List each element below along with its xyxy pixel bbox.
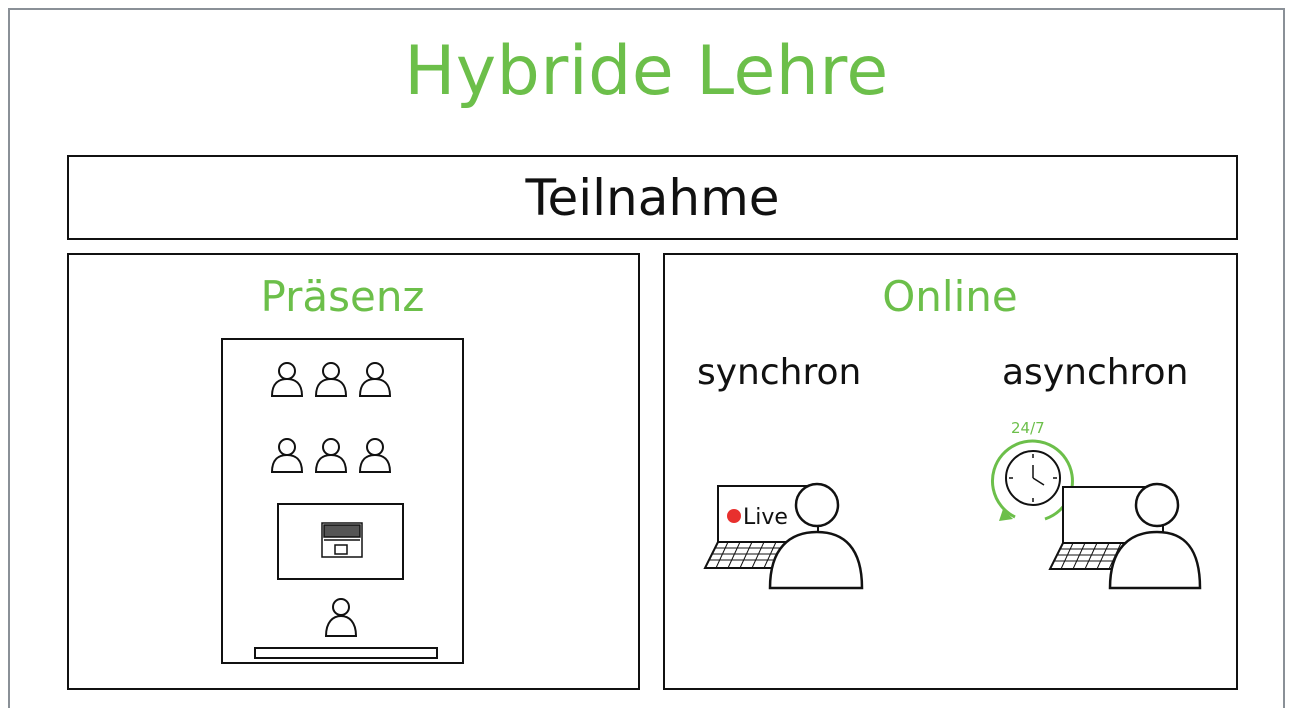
laptop-icon	[321, 522, 363, 558]
synchronous-label: synchron	[697, 352, 862, 393]
participation-label: Teilnahme	[525, 168, 780, 227]
diagram-title: Hybride Lehre	[404, 32, 889, 111]
clock-24-7-label: 24/7	[1011, 419, 1045, 437]
audience-person-icon	[270, 362, 392, 473]
participation-box: Teilnahme	[67, 155, 1238, 240]
asynchronous-label: asynchron	[1002, 352, 1189, 393]
online-label: Online	[882, 272, 1018, 321]
online-box	[663, 253, 1238, 690]
lecturer-person-icon	[324, 598, 358, 637]
person-icon	[1108, 482, 1202, 590]
asynchronous-illustration: 24/7	[991, 419, 1202, 590]
live-badge: Live	[743, 505, 788, 530]
lectern-desk-icon	[254, 647, 438, 659]
live-dot-icon	[727, 509, 741, 523]
classroom-icon	[221, 338, 464, 664]
synchronous-illustration: Live	[703, 482, 864, 590]
person-icon	[768, 482, 864, 590]
clock-icon	[991, 439, 1074, 521]
presence-label: Präsenz	[260, 272, 425, 321]
